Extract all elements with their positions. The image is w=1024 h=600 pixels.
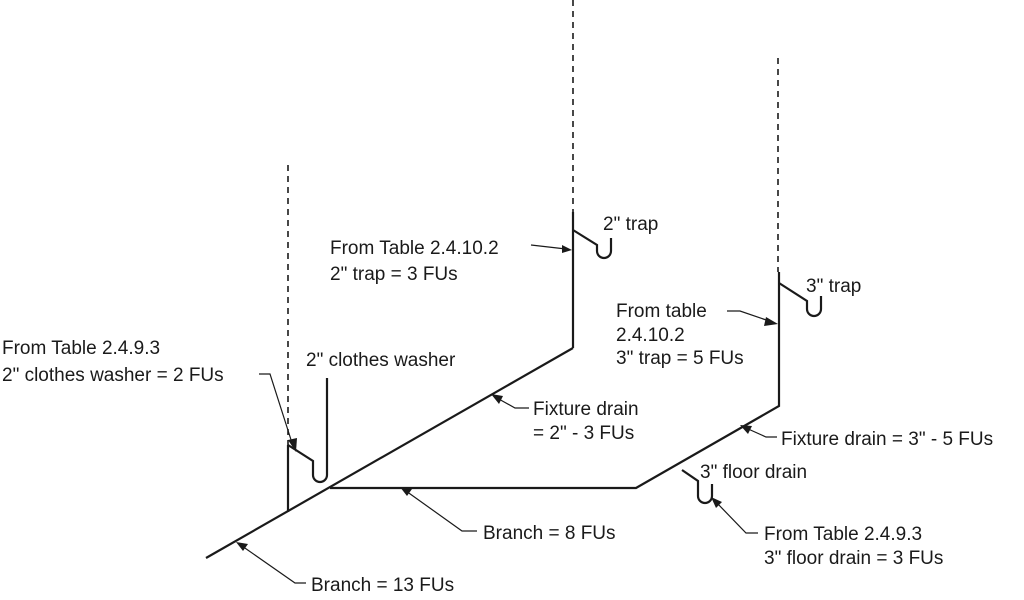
floor-drain-trap [681, 469, 714, 505]
trap-3in-source-line1: From table [616, 301, 707, 322]
branch-8-label: Branch = 8 FUs [483, 523, 616, 544]
floor-drain-source-line1: From Table 2.4.9.3 [764, 524, 922, 545]
floor-drain-name-label: 3" floor drain [700, 462, 807, 483]
fixture-drain-2in-line1: Fixture drain [533, 399, 639, 420]
arrow-branch-13 [236, 542, 248, 551]
fixture-drain-3in-label: Fixture drain = 3" - 5 FUs [781, 429, 993, 450]
arrow-washer [288, 438, 297, 452]
arrow-fixture-drain-2in [491, 394, 503, 404]
floor-drain-source-line2: 3" floor drain = 3 FUs [764, 548, 943, 569]
leader-floor-drain [715, 501, 758, 534]
clothes-washer-trap [287, 378, 329, 484]
trap-3in-symbol [778, 282, 823, 318]
arrow-fixture-drain-3in [740, 425, 752, 434]
trap-2in-label: 2" trap [603, 214, 658, 235]
horizontal-branch-pipe [330, 272, 781, 490]
trap-3in-source-line2: 2.4.10.2 [616, 325, 685, 346]
arrow-branch-8 [400, 487, 412, 496]
leader-branch-13 [241, 545, 306, 584]
leader-fixture-drain-2in [496, 397, 529, 409]
arrow-floor-drain [711, 497, 722, 508]
leader-trap-3in [727, 310, 773, 323]
trap-3in-source-line3: 3" trap = 5 FUs [616, 348, 744, 369]
leader-washer [259, 373, 294, 447]
trap-2in-source-line1: From Table 2.4.10.2 [330, 238, 499, 259]
washer-source-line2: 2" clothes washer = 2 FUs [2, 365, 224, 386]
branch-13-label: Branch = 13 FUs [311, 575, 454, 596]
arrow-trap-3in [764, 317, 778, 326]
leader-branch-8 [405, 490, 477, 532]
washer-source-line1: From Table 2.4.9.3 [2, 338, 160, 359]
fixture-drain-2in-line2: = 2" - 3 FUs [533, 423, 634, 444]
main-branch-pipe [205, 347, 574, 559]
washer-name-label: 2" clothes washer [306, 350, 456, 371]
arrow-trap-2in [562, 245, 572, 253]
leader-trap-2in [530, 244, 567, 250]
trap-2in-source-line2: 2" trap = 3 FUs [330, 264, 458, 285]
trap-3in-label: 3" trap [806, 276, 861, 297]
leader-fixture-drain-3in [745, 427, 777, 438]
trap-2in-symbol [572, 229, 613, 260]
